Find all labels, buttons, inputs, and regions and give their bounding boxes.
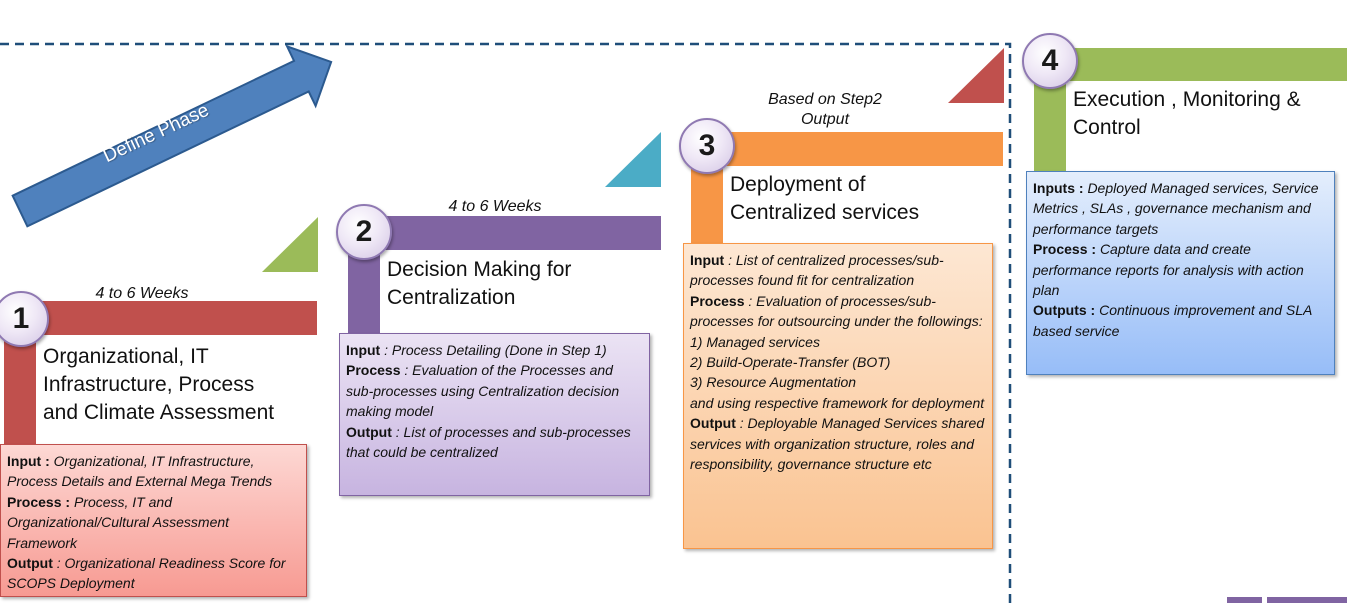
step4-input-label: Inputs : bbox=[1033, 180, 1084, 196]
step2-output-label: Output bbox=[346, 423, 392, 440]
step1-bar-horizontal bbox=[0, 301, 317, 335]
step4-output-label: Outputs : bbox=[1033, 302, 1096, 319]
step2-details-box: Input : Process Detailing (Done in Step … bbox=[339, 333, 650, 496]
step1-process-text: Process, IT and Organizational/Cultural … bbox=[7, 493, 230, 551]
step1-title: Organizational, IT Infrastructure, Proce… bbox=[43, 343, 274, 427]
step3-input-text: : List of centralized processes/sub-proc… bbox=[690, 252, 944, 289]
step3-process-label: Process bbox=[690, 292, 745, 309]
step4-output-text: Continuous improvement and SLA based ser… bbox=[1033, 302, 1312, 339]
step3-duration: Based on Step2 Output bbox=[750, 90, 900, 130]
step-triangle-red bbox=[948, 48, 1004, 103]
step4-number-badge: 4 bbox=[1022, 33, 1078, 89]
step3-title-line: Centralized services bbox=[730, 201, 920, 224]
step3-input-label: Input bbox=[690, 252, 725, 268]
step3-process-tail: and using respective framework for deplo… bbox=[690, 394, 985, 411]
step3-duration-line: Output bbox=[800, 111, 850, 128]
step3-details-box: Input : List of centralized processes/su… bbox=[683, 243, 993, 549]
step1-input-text: Organizational, IT Infrastructure, Proce… bbox=[7, 453, 273, 490]
step3-output-text: : Deployable Managed Services shared ser… bbox=[690, 415, 985, 473]
step1-duration: 4 to 6 Weeks bbox=[95, 285, 189, 302]
step3-title-line: Deployment of bbox=[730, 173, 866, 196]
corner-accent-1 bbox=[1227, 597, 1262, 603]
step4-process-label: Process : bbox=[1033, 241, 1097, 258]
step2-title-line: Decision Making for bbox=[387, 258, 572, 281]
step2-title-line: Centralization bbox=[387, 286, 516, 309]
step3-bar-horizontal bbox=[691, 132, 1003, 166]
step2-input-label: Input bbox=[346, 342, 381, 358]
step4-title-line: Control bbox=[1073, 116, 1141, 139]
step2-process-text: : Evaluation of the Processes and sub-pr… bbox=[346, 362, 620, 420]
step1-process-label: Process : bbox=[7, 493, 71, 510]
step1-title-line: Infrastructure, Process bbox=[43, 373, 255, 396]
step4-process-text: Capture data and create performance repo… bbox=[1033, 241, 1304, 299]
step4-bar-horizontal bbox=[1034, 48, 1347, 81]
step1-title-line: Organizational, IT bbox=[43, 345, 209, 368]
step3-list-item: 2) Build-Operate-Transfer (BOT) bbox=[690, 354, 891, 371]
step3-list-item: 3) Resource Augmentation bbox=[690, 374, 857, 391]
step4-title-line: Execution , Monitoring & bbox=[1073, 88, 1301, 111]
step3-output-label: Output bbox=[690, 415, 736, 432]
step2-title: Decision Making for Centralization bbox=[387, 256, 571, 312]
step1-input-label: Input : bbox=[7, 453, 50, 469]
step3-number-badge: 3 bbox=[679, 118, 735, 174]
step2-duration: 4 to 6 Weeks bbox=[448, 198, 542, 215]
step1-number-badge: 1 bbox=[0, 291, 49, 347]
step2-input-text: : Process Detailing (Done in Step 1) bbox=[384, 342, 607, 358]
step1-title-line: and Climate Assessment bbox=[43, 401, 275, 424]
step-triangle-green bbox=[262, 217, 318, 272]
corner-accent-2 bbox=[1267, 597, 1347, 603]
step4-title: Execution , Monitoring & Control bbox=[1073, 86, 1301, 142]
step1-details-box: Input : Organizational, IT Infrastructur… bbox=[0, 444, 307, 597]
step4-input-text: Deployed Managed services, Service Metri… bbox=[1033, 180, 1319, 237]
step3-process-text: : Evaluation of processes/sub-processes … bbox=[690, 292, 983, 330]
step-triangle-teal bbox=[605, 132, 661, 187]
step2-number-badge: 2 bbox=[336, 204, 392, 260]
step1-output-label: Output bbox=[7, 555, 53, 572]
step3-list-item: 1) Managed services bbox=[690, 333, 820, 350]
step3-title: Deployment of Centralized services bbox=[730, 171, 919, 227]
step1-output-text: : Organizational Readiness Score for SCO… bbox=[7, 555, 286, 592]
define-phase-arrow bbox=[11, 44, 333, 228]
step4-details-box: Inputs : Deployed Managed services, Serv… bbox=[1026, 171, 1335, 375]
step3-duration-line: Based on Step2 bbox=[768, 91, 882, 108]
phase-boundary-dashed bbox=[0, 42, 1012, 603]
step2-process-label: Process bbox=[346, 362, 401, 379]
step2-bar-horizontal bbox=[348, 216, 661, 250]
step2-output-text: : List of processes and sub-processes th… bbox=[346, 423, 631, 461]
